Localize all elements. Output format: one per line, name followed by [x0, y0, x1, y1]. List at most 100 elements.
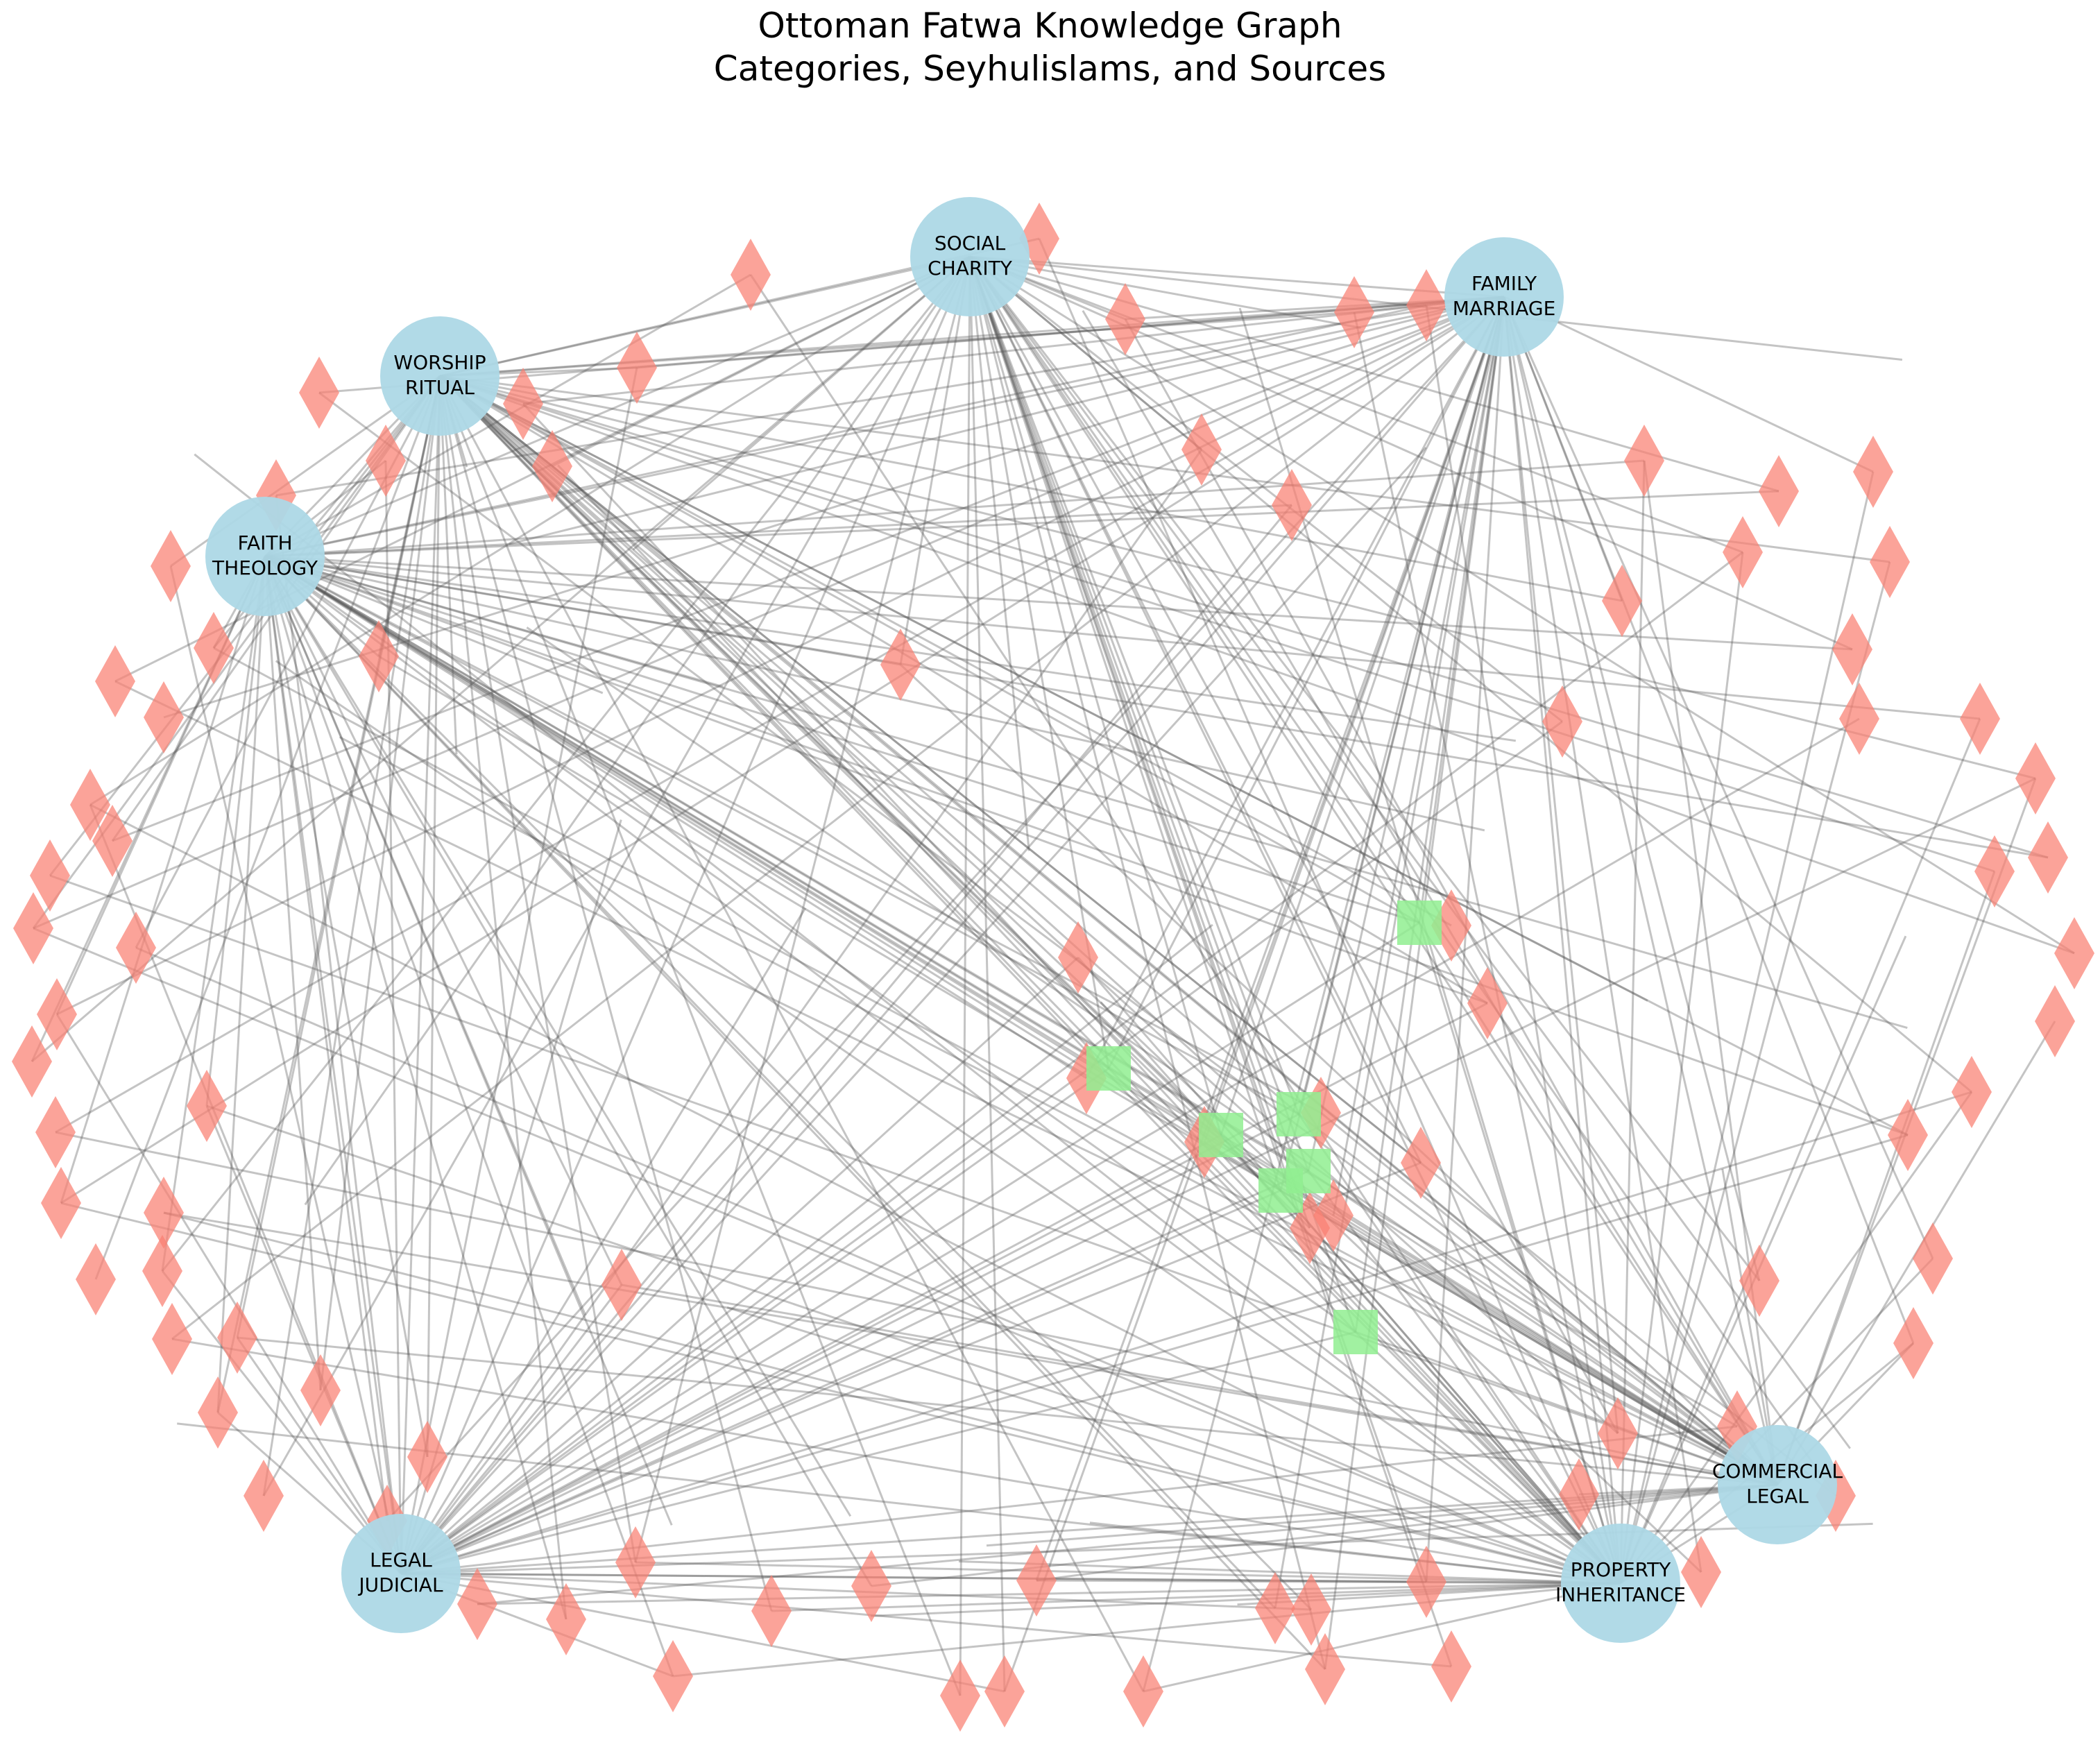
source-edge [60, 296, 1505, 1204]
seyhulislam-edge [400, 1067, 1109, 1575]
source-node [1291, 1573, 1331, 1646]
source-edge [264, 555, 724, 688]
source-node [532, 430, 572, 502]
source-edge [400, 923, 1213, 1575]
category-label-line1: PROPERTY [1571, 1558, 1671, 1581]
category-label-line1: FAMILY [1471, 272, 1537, 295]
seyhulislam-edge [439, 375, 1420, 924]
source-node [1723, 516, 1763, 588]
seyhulislam-edge [1354, 296, 1505, 1333]
source-node [1870, 526, 1910, 598]
seyhulislam-edge [1297, 296, 1505, 1115]
source-edge [339, 736, 1778, 1486]
source-edge [400, 551, 1743, 1575]
source-edge [205, 556, 266, 1107]
source-node [615, 1526, 656, 1598]
category-edge [400, 375, 441, 1574]
source-node [731, 239, 771, 311]
source-edge [439, 375, 1623, 602]
seyhulislam-edge [1355, 1331, 1778, 1486]
source-edge [968, 256, 1453, 1667]
source-edge [968, 256, 1030, 851]
seyhulislam-edge [968, 256, 1222, 1136]
seyhulislam-edge [400, 921, 1420, 1575]
source-node [359, 620, 399, 692]
seyhulislam-edge [400, 1113, 1299, 1575]
source-edge [438, 375, 458, 755]
source-edge [1274, 296, 1505, 1609]
source-edge [1503, 296, 1874, 473]
source-edge [771, 1582, 1621, 1612]
source-node [751, 1575, 792, 1647]
source-edge [264, 556, 852, 1517]
seyhulislam-edge [1307, 296, 1505, 1172]
source-edge [237, 1336, 1778, 1486]
seyhulislam-edge [1220, 296, 1505, 1136]
source-edge [264, 555, 1908, 1029]
seyhulislam-edge [1279, 1190, 1622, 1584]
source-edge [1036, 1483, 1778, 1582]
source-edge [1776, 871, 1996, 1485]
source-edge [264, 555, 901, 666]
category-label-line1: COMMERCIAL [1712, 1460, 1843, 1483]
source-edge [31, 255, 971, 1063]
source-edge [522, 402, 1622, 1585]
source-node [1016, 1544, 1057, 1617]
seyhulislam-edge [1307, 1170, 1622, 1584]
source-edge [1203, 296, 1505, 1143]
source-edge [968, 256, 1428, 1583]
source-edge [621, 1283, 1778, 1486]
seyhulislam-edge [400, 1170, 1309, 1575]
source-node [76, 1243, 116, 1315]
source-edge [400, 1572, 1452, 1668]
category-circle [205, 497, 325, 616]
source-edge [556, 464, 1622, 1585]
source-edge [1324, 296, 1505, 1670]
source-node [653, 1640, 693, 1712]
source-edge [161, 1270, 402, 1574]
source-edge [439, 311, 1355, 377]
source-edge [439, 375, 2036, 780]
category-edge [1503, 296, 1779, 1485]
source-edge [264, 555, 1277, 1610]
source-node [1960, 683, 2000, 755]
source-edge [438, 375, 567, 1620]
source-node [601, 1249, 642, 1321]
source-edge [958, 1560, 1621, 1585]
source-edge [439, 375, 1648, 1002]
source-edge [400, 1134, 1909, 1575]
seyhulislam-edge [438, 375, 1222, 1136]
source-edge [55, 1131, 1778, 1486]
source-edge [275, 296, 1505, 497]
seyhulislam-edge [1418, 296, 1505, 923]
source-edge [477, 1483, 1778, 1605]
category-label-line2: CHARITY [928, 257, 1013, 280]
seyhulislam-node [1397, 901, 1442, 945]
source-edge [169, 565, 402, 1574]
category-edge [264, 555, 1778, 1486]
source-edge [1503, 296, 1702, 1573]
source-node [142, 1235, 182, 1307]
source-node [1853, 436, 1893, 508]
source-edge [135, 946, 1621, 1585]
source-edge [55, 296, 1505, 1134]
source-edge [264, 555, 2049, 859]
source-node [546, 1583, 586, 1655]
source-edge [726, 1306, 1621, 1585]
source-edge [264, 555, 1087, 1080]
seyhulislam-edge [1354, 1331, 1622, 1585]
source-edge [1238, 307, 1622, 1584]
category-circle [1718, 1425, 1837, 1544]
source-edge [264, 555, 1909, 1136]
source-edge [400, 1091, 1972, 1575]
source-edge [319, 375, 441, 1391]
source-node [2054, 917, 2094, 989]
source-node [407, 1421, 447, 1493]
category-label-line1: LEGAL [370, 1549, 432, 1571]
source-node [300, 1354, 341, 1426]
source-node [92, 805, 133, 877]
source-edge [213, 647, 1778, 1486]
source-edge [318, 296, 1505, 394]
